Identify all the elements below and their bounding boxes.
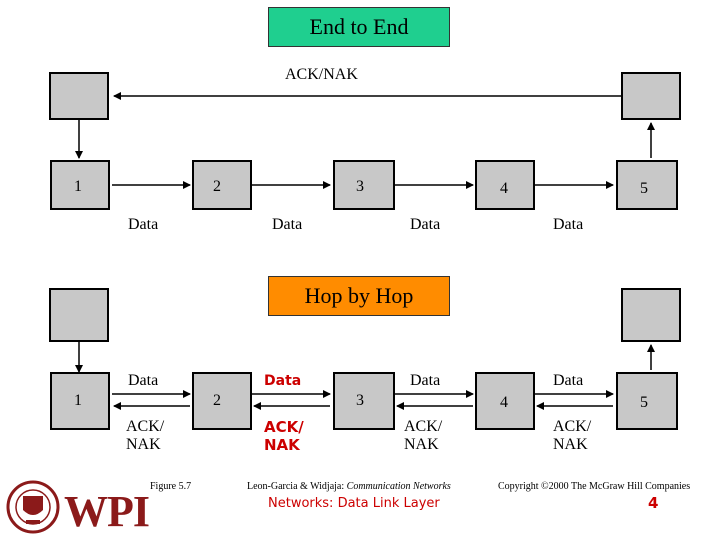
e2e-node-4-box — [475, 160, 535, 210]
hbh-data-label-3: Data — [410, 372, 441, 389]
hbh-ack-label-4: ACK/ NAK — [553, 418, 592, 453]
figure-label: Figure 5.7 — [150, 481, 192, 492]
e2e-node-2: 2 — [213, 178, 221, 195]
e2e-host-right — [621, 72, 681, 120]
hbh-data-label-4: Data — [553, 372, 584, 389]
e2e-ack-label: ACK/NAK — [285, 66, 358, 83]
end-to-end-title: End to End — [268, 7, 450, 47]
hbh-node-3: 3 — [356, 392, 364, 409]
e2e-node-1: 1 — [74, 178, 82, 195]
e2e-data-label-1: Data — [128, 216, 159, 233]
hbh-node-4: 4 — [500, 394, 508, 411]
hbh-node-2: 2 — [213, 392, 221, 409]
e2e-data-label-4: Data — [553, 216, 584, 233]
hbh-ack-label-1: ACK/ NAK — [126, 418, 165, 453]
hbh-data-label-2: Data — [264, 373, 302, 389]
e2e-host-left — [49, 72, 109, 120]
end-to-end-title-text: End to End — [309, 14, 409, 39]
hbh-node-1: 1 — [74, 392, 82, 409]
e2e-node-1-box — [50, 160, 110, 210]
hbh-data-label-1: Data — [128, 372, 159, 389]
hbh-host-right — [621, 288, 681, 342]
hbh-ack-label-3: ACK/ NAK — [404, 418, 443, 453]
citation: Leon-Garcia & Widjaja: Communication Net… — [247, 481, 451, 492]
hbh-node-5-box — [616, 372, 678, 430]
e2e-data-label-2: Data — [272, 216, 303, 233]
wpi-seal-icon — [6, 480, 60, 534]
course-title: Networks: Data Link Layer — [268, 496, 440, 511]
hbh-node-2-box — [192, 372, 252, 430]
hbh-node-1-box — [50, 372, 110, 430]
e2e-node-5-box — [616, 160, 678, 210]
hbh-node-5: 5 — [640, 394, 648, 411]
e2e-node-4: 4 — [500, 180, 508, 197]
citation-book-title: Communication Networks — [346, 481, 451, 492]
page-number: 4 — [648, 494, 659, 512]
copyright: Copyright ©2000 The McGraw Hill Companie… — [498, 481, 691, 492]
hbh-node-3-box — [333, 372, 395, 430]
citation-authors: Leon-Garcia & Widjaja: — [247, 481, 347, 492]
e2e-node-3: 3 — [356, 178, 364, 195]
e2e-node-3-box — [333, 160, 395, 210]
wpi-logo-text: WPI — [64, 487, 150, 536]
hbh-host-left — [49, 288, 109, 342]
wpi-logo: WPI — [6, 480, 150, 536]
hbh-ack-label-2: ACK/ NAK — [264, 418, 304, 454]
hop-by-hop-title-text: Hop by Hop — [304, 283, 414, 308]
e2e-node-5: 5 — [640, 180, 648, 197]
hop-by-hop-title: Hop by Hop — [268, 276, 450, 316]
e2e-node-2-box — [192, 160, 252, 210]
e2e-data-label-3: Data — [410, 216, 441, 233]
hbh-node-4-box — [475, 372, 535, 430]
